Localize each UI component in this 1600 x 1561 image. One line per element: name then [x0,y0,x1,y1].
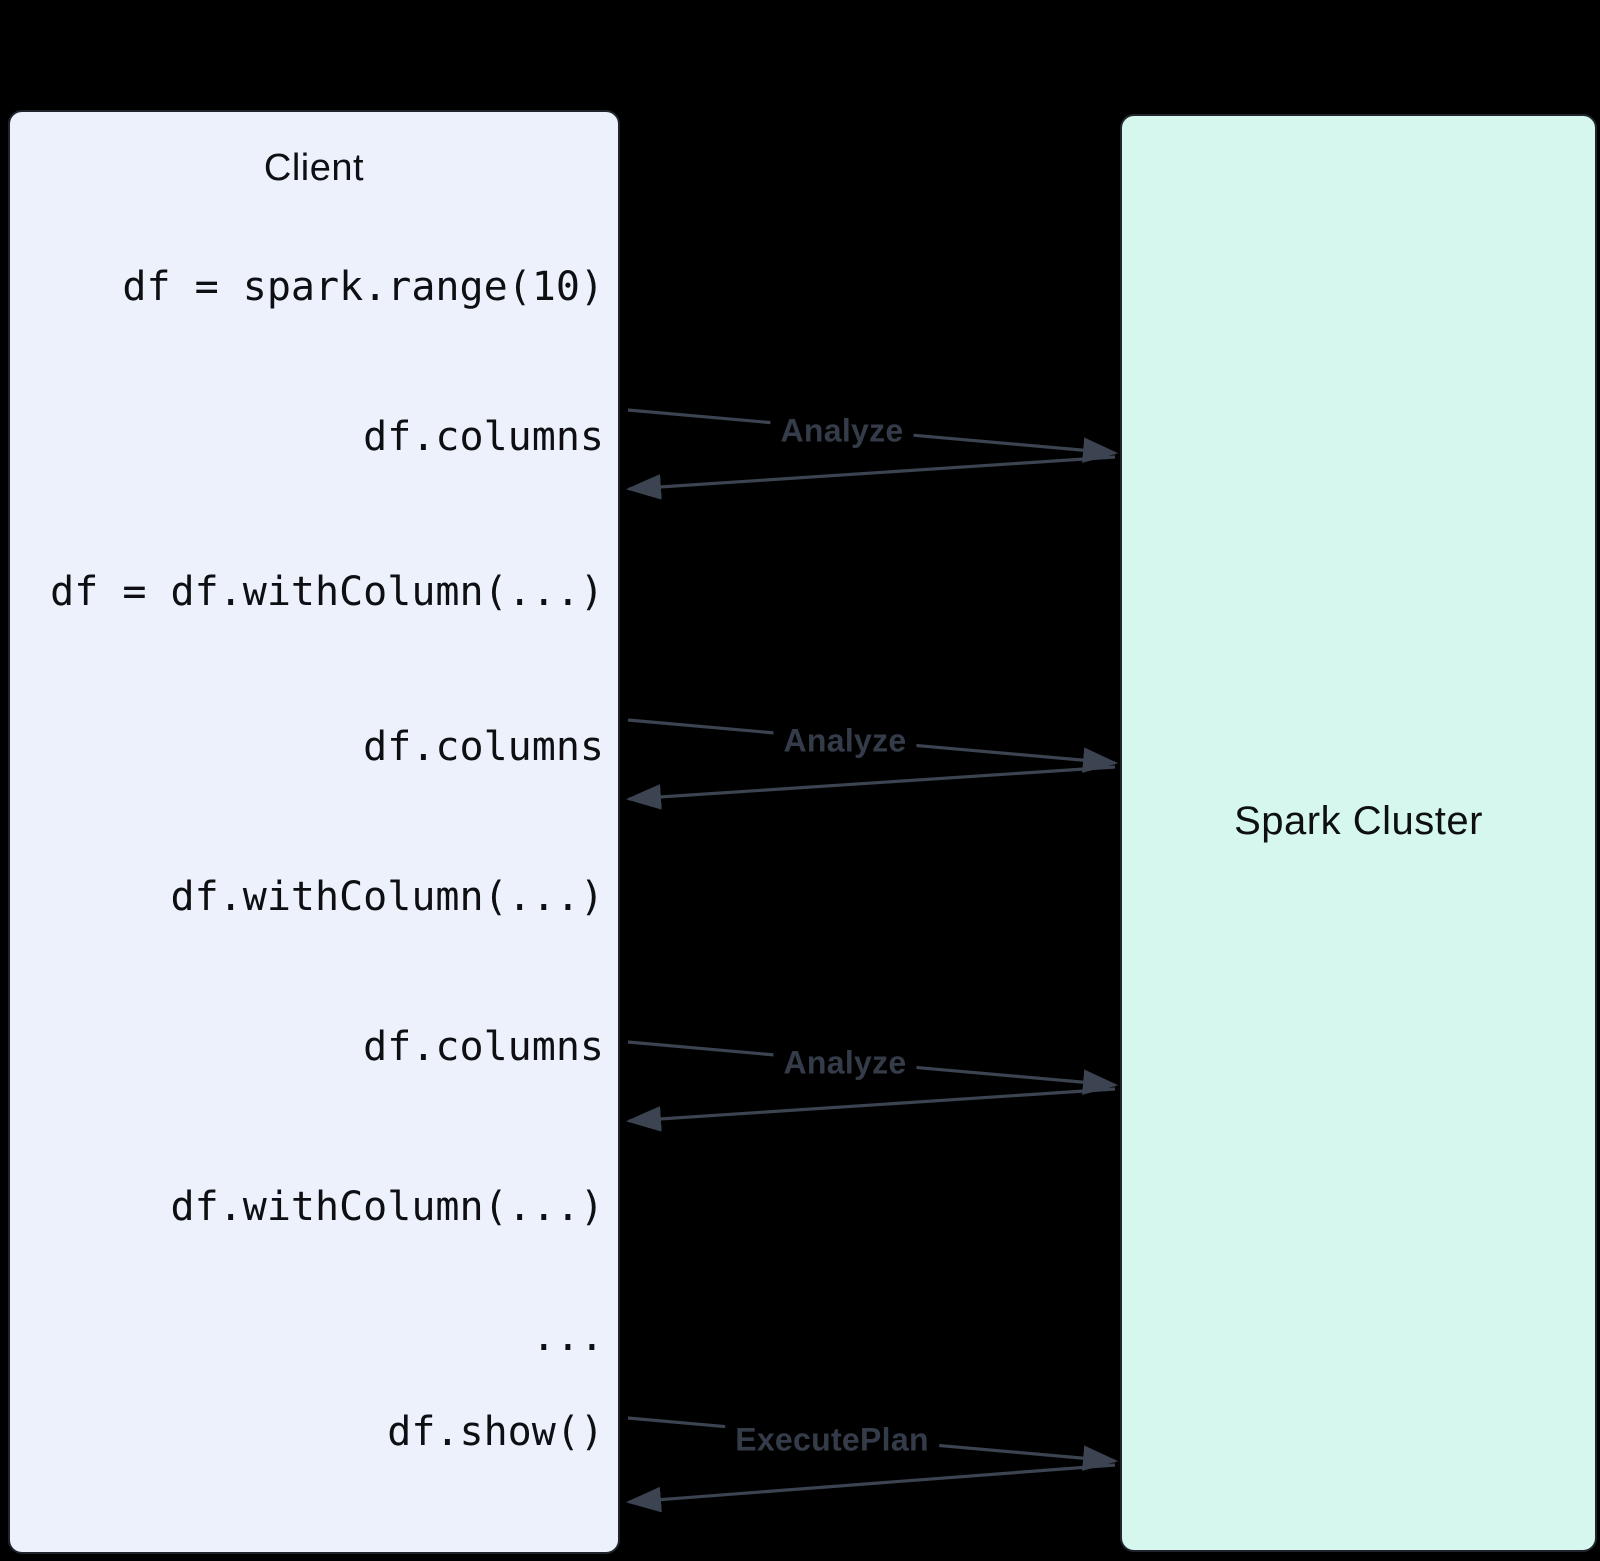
response-arrow [625,1463,1116,1513]
code-line: df.show() [387,1409,604,1455]
code-line: df.columns [363,414,604,460]
code-line: df = df.withColumn(...) [50,569,604,615]
response-arrow [625,1087,1116,1132]
response-arrow [625,455,1116,500]
response-arrow [625,765,1116,810]
message-label: Analyze [773,722,917,760]
spark-cluster-title: Spark Cluster [1234,799,1483,843]
message-label: ExecutePlan [725,1421,939,1459]
code-line: df.columns [363,1024,604,1070]
code-line: ... [531,1314,604,1360]
code-line: df.withColumn(...) [170,874,604,920]
client-box: Client df = spark.range(10) df.columns d… [8,110,620,1554]
spark-cluster-box: Spark Cluster [1120,114,1597,1552]
message-label: Analyze [773,1044,917,1082]
code-line: df.withColumn(...) [170,1184,604,1230]
code-line: df = spark.range(10) [122,264,604,310]
client-title: Client [263,147,365,189]
message-label: Analyze [770,412,914,450]
code-line: df.columns [363,724,604,770]
